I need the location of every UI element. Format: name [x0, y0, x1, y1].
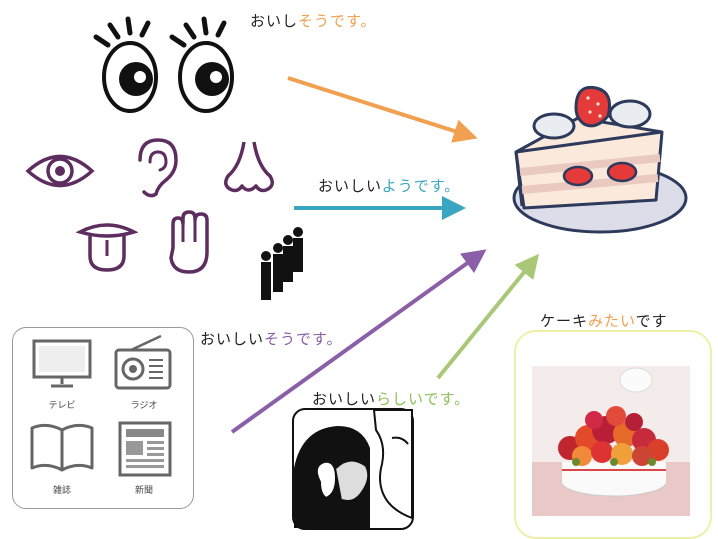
phrase-rashii: おいしいらしいです。 — [312, 390, 471, 408]
tongue-icon — [76, 223, 138, 272]
tv-icon — [32, 339, 92, 388]
tv-label: テレビ — [48, 401, 76, 411]
eye-icon — [25, 154, 95, 188]
radio-label: ラジオ — [130, 401, 158, 411]
newspaper-label: 新聞 — [134, 486, 153, 496]
flower-photo-frame — [514, 330, 712, 539]
phrase-sou-hearsay: おいしいそうです。 — [200, 330, 343, 348]
nose-icon — [224, 141, 274, 193]
hand-icon — [169, 210, 209, 274]
arrow-purple — [230, 249, 487, 434]
media-sources-box: テレビ ラジオ 雑誌 新聞 — [12, 327, 194, 509]
ear-icon — [138, 138, 178, 198]
arrow-green — [436, 253, 540, 380]
phrase-you: おいしいようです。 — [318, 177, 461, 195]
radio-icon — [114, 334, 172, 390]
cake-icon — [512, 85, 688, 234]
flower-arrangement-image — [532, 366, 690, 516]
whisper-icon — [292, 408, 414, 530]
newspaper-icon — [118, 421, 172, 477]
people-queue-icon — [261, 227, 303, 300]
phrase-mitai: ケーキみたいです — [540, 312, 668, 330]
phrase-sou-look: おいしそうです。 — [250, 12, 377, 30]
magazine-icon — [30, 423, 94, 472]
eyes-icon — [93, 16, 234, 113]
arrow-orange — [287, 76, 478, 143]
magazine-label: 雑誌 — [52, 486, 71, 496]
